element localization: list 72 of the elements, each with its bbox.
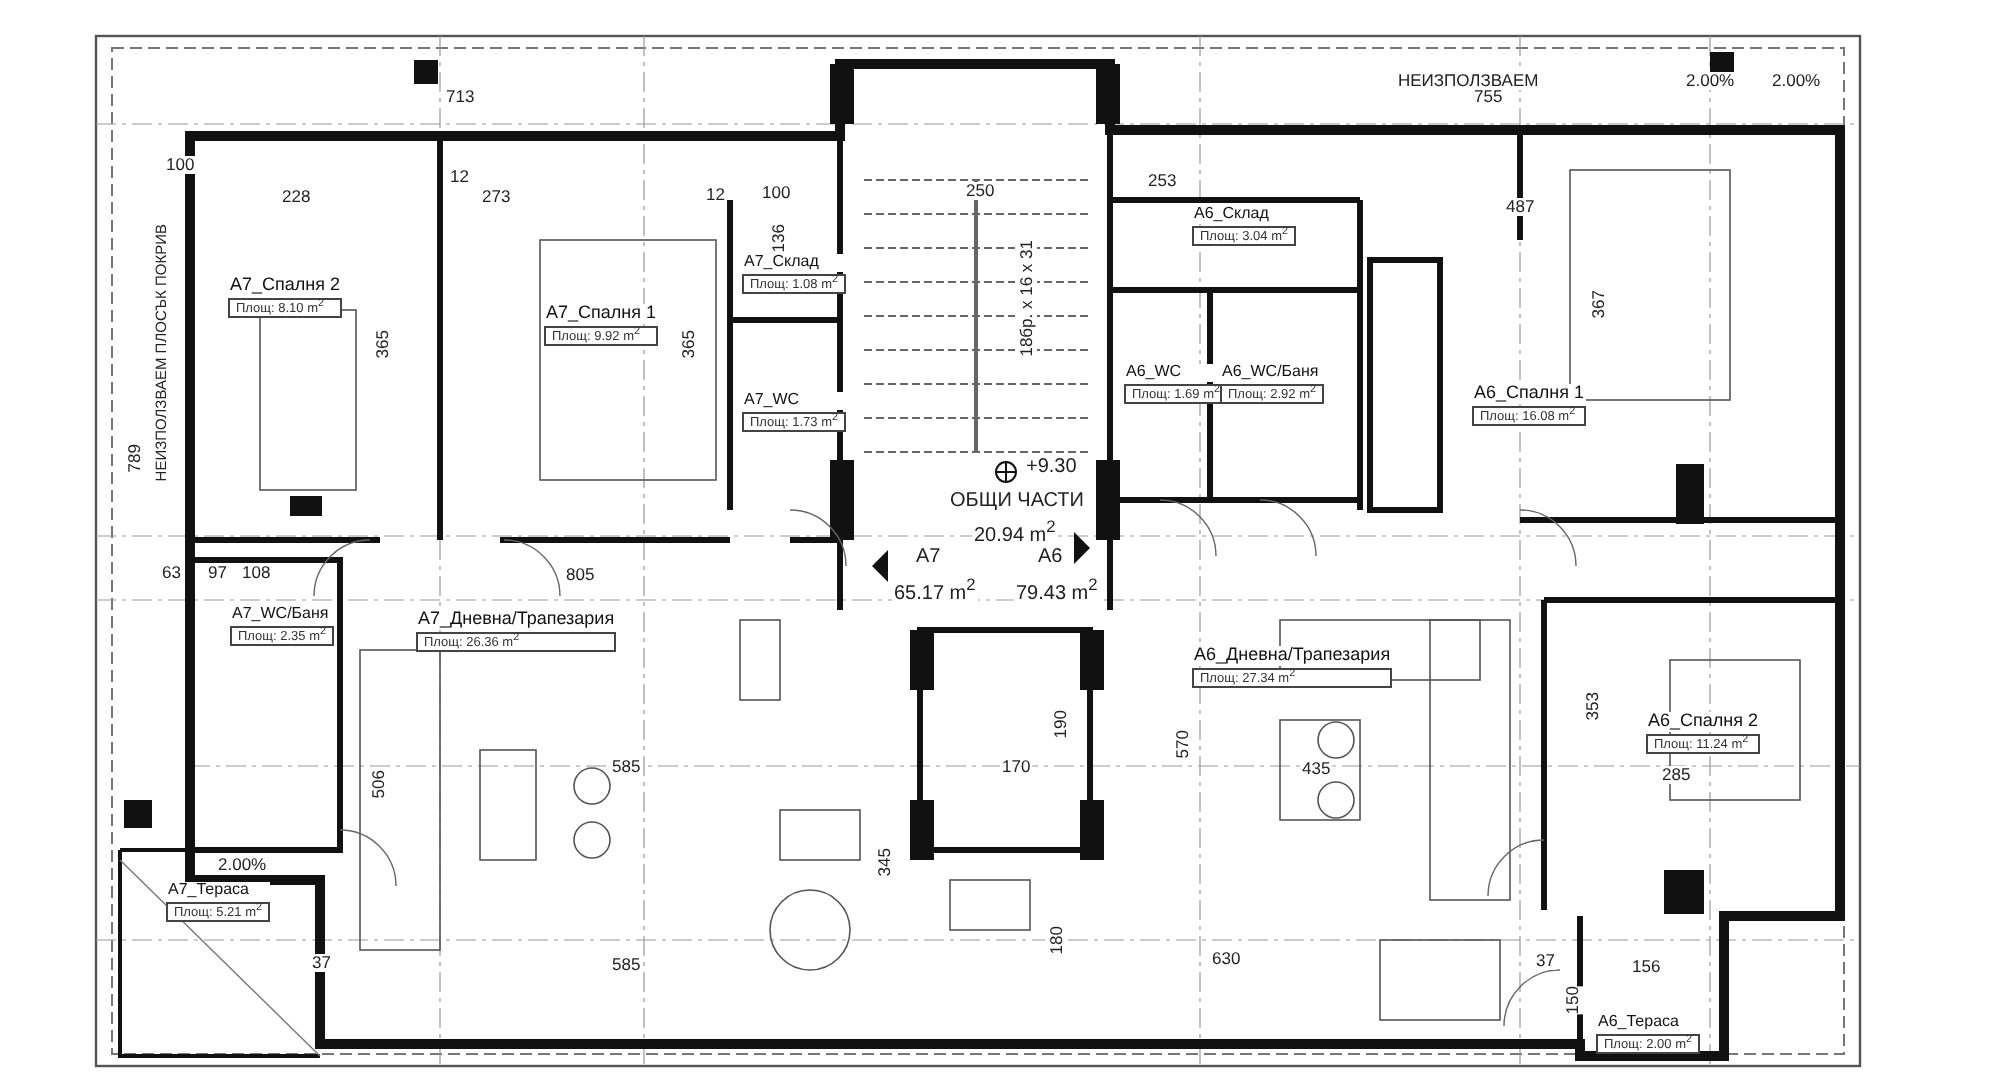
plan-label: 228 (280, 188, 313, 205)
plan-label: 37 (310, 954, 333, 971)
dimension-label: 367 (1588, 290, 1609, 319)
room-name: A7_WC/Баня (230, 606, 334, 624)
room-label (228, 276, 342, 319)
plan-label: 97 (206, 564, 229, 581)
plan-label: A7 (914, 548, 943, 568)
dimension-label: 18бр. x 16 x 31 (1016, 240, 1037, 357)
dimension-label: 789 (124, 444, 145, 473)
plan-label: A6 (1036, 548, 1065, 568)
plan-label: 273 (480, 188, 513, 205)
room-name: A7_Дневна/Трапезария (416, 610, 617, 630)
dimension-label: 365 (372, 330, 393, 359)
plan-label: 2.00% (1684, 72, 1737, 89)
plan-label: 37 (1534, 952, 1557, 969)
room-name: A7_Спалня 1 (544, 304, 658, 324)
room-label (166, 882, 270, 923)
dimension-label: 190 (1050, 710, 1071, 739)
plan-label: 713 (444, 88, 477, 105)
room-label (416, 610, 617, 653)
plan-label: 156 (1630, 958, 1663, 975)
room-name: A7_Склад (742, 254, 846, 272)
room-label (1220, 364, 1324, 405)
plan-label: 253 (1146, 172, 1179, 189)
plan-label: 12 (704, 186, 727, 203)
dimension-label: 506 (368, 770, 389, 799)
room-label (1192, 646, 1393, 689)
room-label (230, 606, 334, 647)
dimension-label: 180 (1046, 926, 1067, 955)
dimension-label: 353 (1582, 692, 1603, 721)
dimension-label: 570 (1172, 730, 1193, 759)
plan-label: 20.94 m$^{2}$ (972, 518, 1058, 547)
dimension-label: 365 (678, 330, 699, 359)
plan-label: 585 (610, 956, 643, 973)
plan-label: 805 (564, 566, 597, 583)
plan-label: 755 (1472, 88, 1505, 105)
dimension-label: 136 (768, 224, 789, 253)
plan-label: 63 (160, 564, 183, 581)
room-name: A7_WC (742, 392, 846, 410)
plan-label: +9.30 (1024, 458, 1079, 478)
plan-label: ОБЩИ ЧАСТИ (948, 492, 1086, 512)
plan-label: 79.43 m$^{2}$ (1014, 576, 1100, 605)
room-label (1646, 712, 1760, 755)
room-label (742, 254, 846, 295)
room-label (742, 392, 846, 433)
plan-label: 100 (760, 184, 793, 201)
room-name: A6_Спалня 1 (1472, 384, 1586, 404)
room-label (544, 304, 658, 347)
room-label (1596, 1014, 1700, 1055)
plan-label: 170 (1000, 758, 1033, 775)
plan-label: 585 (610, 758, 643, 775)
plan-label: 12 (448, 168, 471, 185)
plan-label: НЕИЗПОЛЗВАЕМ (1396, 72, 1541, 89)
dimension-label: 150 (1562, 986, 1583, 1015)
room-name: A7_Тераса (166, 882, 270, 900)
room-name: A6_Дневна/Трапезария (1192, 646, 1393, 666)
plan-label: 2.00% (1770, 72, 1823, 89)
plan-label: 630 (1210, 950, 1243, 967)
room-name: A6_Спалня 2 (1646, 712, 1760, 732)
dimension-label: 345 (874, 848, 895, 877)
plan-label: 65.17 m$^{2}$ (892, 576, 978, 605)
plan-label: 100 (164, 156, 197, 173)
plan-label: 487 (1504, 198, 1537, 215)
plan-label: 250 (964, 182, 997, 199)
room-label (1472, 384, 1586, 427)
plan-label: 108 (240, 564, 273, 581)
plan-label: 285 (1660, 766, 1693, 783)
room-name: A6_WC/Баня (1220, 364, 1324, 382)
room-name: A7_Спалня 2 (228, 276, 342, 296)
room-label (1192, 206, 1296, 247)
plan-label: 435 (1300, 760, 1333, 777)
plan-label: 2.00% (216, 856, 269, 873)
